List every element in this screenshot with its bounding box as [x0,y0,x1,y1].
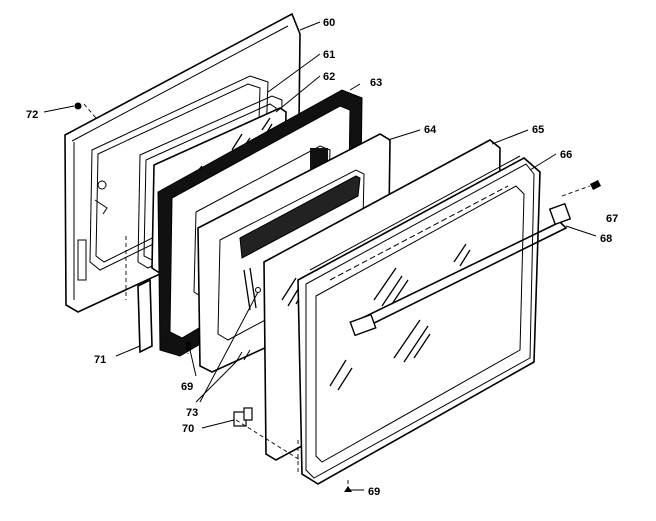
callout-60: 60 [323,17,335,29]
hinge-clip-70 [233,407,253,427]
callout-69-left: 69 [181,381,193,393]
callout-61: 61 [323,49,335,61]
clip-73 [235,349,251,363]
callout-71: 71 [94,354,106,366]
callout-70: 70 [182,423,194,435]
callout-73: 73 [186,407,198,419]
callout-66: 66 [560,149,572,161]
callout-62: 62 [323,71,335,83]
screw-67 [590,180,601,190]
assembly-lines [83,103,591,490]
callout-68: 68 [600,233,612,245]
leader-lines [43,21,597,491]
callout-72: 72 [26,109,38,121]
hinge-bracket-71 [137,278,153,354]
callout-67: 67 [606,213,618,225]
callout-69-bottom: 69 [368,486,380,498]
screw-72 [74,102,82,110]
outer-door-panel [297,155,541,485]
callout-labels: 60 61 62 63 64 65 66 67 68 69 69 70 71 7… [26,17,618,498]
door-handle [349,202,572,337]
callout-64: 64 [424,124,437,136]
callout-63: 63 [370,77,382,89]
callout-65: 65 [532,124,544,136]
screw-69-left [186,342,191,350]
